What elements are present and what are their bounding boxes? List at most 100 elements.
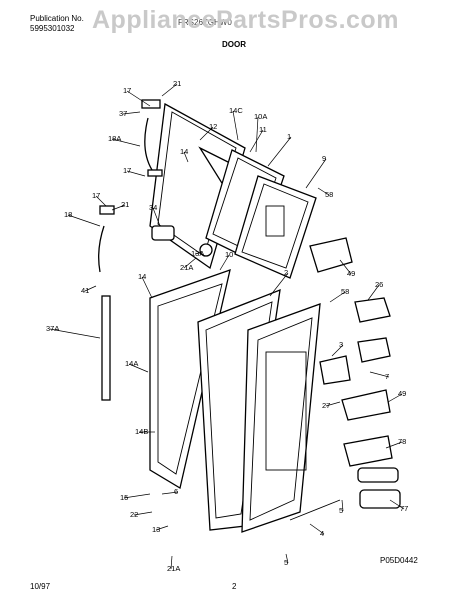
callout-label: 58	[325, 190, 333, 199]
callout-label: 7	[385, 372, 389, 381]
callout-leader	[95, 195, 107, 207]
callout-leader	[126, 90, 151, 107]
callout-label: 3	[339, 340, 343, 349]
callout-label: 49	[398, 389, 406, 398]
callout-leader	[194, 251, 203, 255]
callout-label: 13A	[191, 249, 204, 258]
publication-number: 5995301032	[30, 24, 75, 33]
callout-leader	[232, 110, 239, 141]
callout-label: 11	[259, 125, 267, 134]
callout-leader	[267, 136, 292, 167]
callout-leader	[341, 499, 344, 512]
callout-label: 4	[320, 529, 324, 538]
page-number: 2	[232, 582, 237, 591]
callout-label: 21A	[180, 263, 193, 272]
callout-leader	[161, 491, 179, 495]
callout-leader	[249, 129, 264, 153]
callout-label: 26	[375, 280, 383, 289]
callout-label: 21	[121, 200, 129, 209]
callout-leader	[161, 83, 178, 97]
upper-bin	[309, 237, 353, 273]
callout-leader	[141, 276, 153, 299]
callout-label: 17	[123, 86, 131, 95]
callout-leader	[67, 214, 101, 227]
callout-leader	[170, 555, 173, 570]
callout-label: 5	[339, 506, 343, 515]
callout-label: 6	[174, 487, 178, 496]
callout-label: 27	[322, 401, 330, 410]
callout-label: 18	[64, 210, 72, 219]
callout-leader	[155, 525, 169, 531]
lower-bins	[289, 297, 401, 521]
callout-leader	[183, 151, 189, 163]
callout-leader	[219, 254, 230, 271]
callout-label: 41	[81, 286, 89, 295]
callout-label: 10A	[254, 112, 267, 121]
callout-label: 17	[123, 166, 131, 175]
callout-label: 18A	[108, 134, 121, 143]
callout-leader	[385, 441, 403, 449]
callout-label: 1	[287, 132, 291, 141]
callout-leader	[111, 138, 141, 147]
callout-label: 77	[400, 504, 408, 513]
callout-leader	[183, 257, 197, 269]
callout-leader	[123, 493, 151, 499]
callout-leader	[325, 401, 341, 407]
callout-leader	[309, 523, 325, 535]
callout-label: 17	[92, 191, 100, 200]
callout-leader	[255, 116, 259, 153]
callout-label: 14C	[229, 106, 243, 115]
callout-label: 37A	[46, 324, 59, 333]
callout-leader	[152, 207, 161, 227]
callout-leader	[199, 126, 214, 141]
callout-label: 78	[398, 437, 406, 446]
callout-label: 49	[347, 269, 355, 278]
callout-label: 13	[152, 525, 160, 534]
callout-leader	[126, 170, 146, 177]
callout-leader	[122, 111, 141, 115]
callout-label: 21A	[167, 564, 180, 573]
callout-leader	[305, 158, 327, 189]
callout-label: 22	[130, 510, 138, 519]
callout-leader	[111, 204, 126, 211]
callout-label: 21	[173, 79, 181, 88]
callout-leader	[49, 328, 101, 339]
footer-date: 10/97	[30, 582, 51, 591]
publication-label: Publication No.	[30, 14, 84, 23]
upper-inner-liner	[234, 175, 317, 279]
left-hinge-parts	[98, 99, 213, 273]
callout-label: 14	[138, 272, 146, 281]
callout-label: 9	[322, 154, 326, 163]
callout-label: 58	[341, 287, 349, 296]
callout-label: 14A	[125, 359, 138, 368]
callout-leader	[369, 371, 390, 378]
callout-label: 5	[284, 558, 288, 567]
callout-leader	[339, 259, 352, 275]
callout-label: 14B	[135, 427, 148, 436]
watermark: AppliancePartsPros.com	[92, 6, 399, 34]
callout-label: 12	[209, 122, 217, 131]
callout-leader	[387, 393, 403, 403]
callout-leader	[367, 284, 380, 301]
model-number: FRS26ZGHW0	[178, 18, 232, 27]
callout-leader	[133, 511, 153, 516]
callout-leader	[269, 272, 289, 297]
diagram-code: P05D0442	[380, 556, 418, 565]
callout-leader	[84, 285, 97, 292]
callout-leader	[331, 344, 344, 357]
callout-label: 10	[225, 250, 233, 259]
callout-leader	[285, 553, 289, 564]
callout-leader	[389, 499, 405, 510]
callout-label: 37	[119, 109, 127, 118]
page-title: DOOR	[222, 40, 246, 49]
callout-leader	[128, 363, 149, 373]
callout-label: 34	[149, 203, 157, 212]
callout-label: 2	[284, 268, 288, 277]
lower-inner-liner	[241, 303, 321, 533]
callout-leader	[329, 291, 346, 303]
callout-label: 15	[120, 493, 128, 502]
callout-leader	[317, 187, 330, 196]
callout-label: 14	[180, 147, 188, 156]
